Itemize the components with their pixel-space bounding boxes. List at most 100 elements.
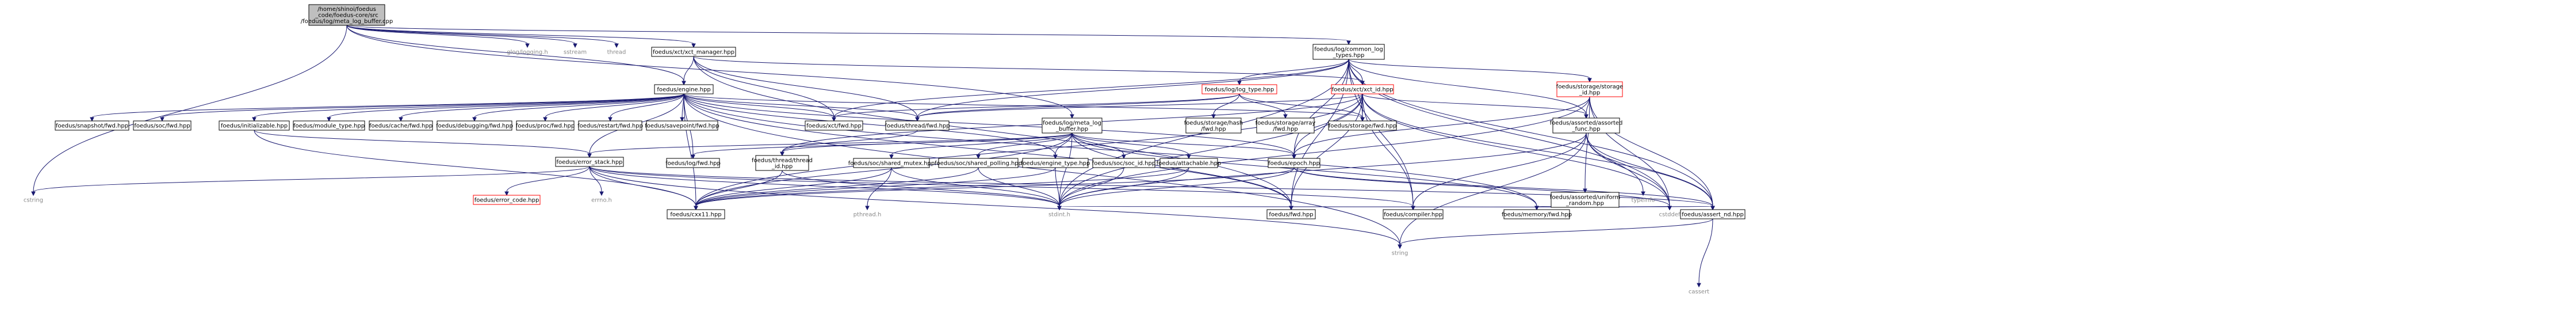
edge-root-to-xct_manager <box>346 25 696 48</box>
edge-error_stack-to-stdint <box>589 166 1062 211</box>
node-label: string <box>1392 251 1408 257</box>
node-label: foedus/thread/fwd.hpp <box>885 123 950 130</box>
node-xct-manager[interactable]: foedus/xct/xct_manager.hpp <box>651 47 736 57</box>
node-label: foedus/assorted/uniform <box>1550 194 1620 200</box>
edge-engine-to-module_type <box>327 93 684 122</box>
node-label: _random.hpp <box>1565 200 1604 207</box>
node-xct-fwd[interactable]: foedus/xct/fwd.hpp <box>805 120 863 131</box>
node-root[interactable]: /home/shinoi/foedus_code/foedus-core/src… <box>301 4 393 26</box>
node-label: foedus/cxx11.hpp <box>670 212 721 218</box>
node-log-fwd[interactable]: foedus/log/fwd.hpp <box>665 158 721 168</box>
node-label: foedus/engine.hpp <box>657 87 710 93</box>
node-label: foedus/attachable.hpp <box>1157 161 1222 167</box>
node-proc-fwd[interactable]: foedus/proc/fwd.hpp <box>516 120 575 131</box>
node-storage-hash-fwd[interactable]: foedus/storage/hash/fwd.hpp <box>1184 117 1243 134</box>
node-label: foedus/assorted/assorted <box>1550 120 1623 126</box>
node-label: foedus/log/log_type.hpp <box>1205 87 1274 93</box>
node-error-stack[interactable]: foedus/error_stack.hpp <box>555 157 624 167</box>
node-storage-fwd[interactable]: foedus/storage/fwd.hpp <box>1328 120 1397 131</box>
edge-engine-to-cxx11 <box>683 93 698 211</box>
node-module-type[interactable]: foedus/module_type.hpp <box>293 120 365 131</box>
edge-engine-to-string <box>683 93 1402 249</box>
edge-storage_id-to-stdint <box>1057 96 1590 211</box>
node-cache-fwd[interactable]: foedus/cache/fwd.hpp <box>369 120 433 131</box>
node-thread-id[interactable]: foedus/thread/thread_id.hpp <box>752 155 813 171</box>
node-label: foedus/soc/shared_mutex.hpp <box>848 161 935 167</box>
node-string: string <box>1392 251 1408 257</box>
edge-meta_log_buffer-to-engine_type <box>1053 132 1073 160</box>
node-label: foedus/error_code.hpp <box>474 198 539 204</box>
node-glog: glog/logging.h <box>507 50 548 56</box>
edge-assert_nd-to-cassert <box>1697 218 1713 288</box>
node-shared-mutex[interactable]: foedus/soc/shared_mutex.hpp <box>848 158 935 168</box>
node-label: _id.hpp <box>1579 90 1600 96</box>
node-assert-nd[interactable]: foedus/assert_nd.hpp <box>1680 209 1746 219</box>
node-label: foedus/epoch.hpp <box>1268 161 1320 167</box>
node-fwd[interactable]: foedus/fwd.hpp <box>1266 209 1316 219</box>
node-common-log-types[interactable]: foedus/log/common_log_types.hpp <box>1312 44 1385 60</box>
node-cxx11[interactable]: foedus/cxx11.hpp <box>667 209 725 219</box>
node-label: foedus/storage/array <box>1256 120 1316 126</box>
node-meta-log-buffer[interactable]: foedus/log/meta_log_buffer.hpp <box>1042 117 1103 134</box>
node-xct-id[interactable]: foedus/xct/xct_id.hpp <box>1331 84 1394 94</box>
edge-engine-to-engine_type <box>683 93 1058 160</box>
node-shared-polling[interactable]: foedus/soc/shared_polling.hpp <box>935 158 1022 168</box>
node-cstring: cstring <box>24 198 43 204</box>
node-label: foedus/cache/fwd.hpp <box>369 123 432 130</box>
edge-meta_log_buffer-to-thread_id <box>780 132 1073 157</box>
node-label: _code/foedus-core/src <box>315 13 378 19</box>
node-label: cassert <box>1689 289 1709 295</box>
edge-log_type-to-storage_array_fwd <box>1239 93 1288 119</box>
node-layer: /home/shinoi/foedus_code/foedus-core/src… <box>24 4 1746 295</box>
edge-assert_nd-to-string <box>1398 218 1713 249</box>
node-errno: errno.h <box>591 198 612 204</box>
node-memory-fwd[interactable]: foedus/memory/fwd.hpp <box>1502 209 1572 219</box>
node-label: foedus/error_stack.hpp <box>556 160 622 166</box>
node-initializable[interactable]: foedus/initializable.hpp <box>219 120 290 131</box>
node-label: stdint.h <box>1048 212 1070 218</box>
node-label: _types.hpp <box>1333 52 1365 59</box>
node-soc-id[interactable]: foedus/soc/soc_id.hpp <box>1092 158 1155 168</box>
node-label: foedus/proc/fwd.hpp <box>516 123 575 130</box>
node-label: foedus/thread/thread <box>752 157 813 164</box>
node-label: glog/logging.h <box>507 50 548 56</box>
edge-xct_manager-to-xct_id <box>693 56 1365 86</box>
node-thread-fwd[interactable]: foedus/thread/fwd.hpp <box>885 120 950 131</box>
node-label: foedus/xct/xct_id.hpp <box>1331 87 1393 93</box>
edge-meta_log_buffer-to-shared_mutex <box>889 132 1073 160</box>
node-compiler[interactable]: foedus/compiler.hpp <box>1383 209 1444 219</box>
node-attachable[interactable]: foedus/attachable.hpp <box>1157 158 1222 168</box>
node-label: foedus/log/fwd.hpp <box>665 161 721 167</box>
edge-xct_id-to-assorted_func <box>1362 93 1589 119</box>
edge-root-to-meta_log_buffer <box>346 25 1074 119</box>
edge-log_type-to-storage_fwd <box>1239 93 1365 122</box>
node-epoch[interactable]: foedus/epoch.hpp <box>1268 158 1320 168</box>
node-label: foedus/soc/shared_polling.hpp <box>935 161 1022 167</box>
node-storage-id[interactable]: foedus/storage/storage_id.hpp <box>1556 81 1623 97</box>
node-storage-array-fwd[interactable]: foedus/storage/array/fwd.hpp <box>1256 117 1316 134</box>
node-error-code[interactable]: foedus/error_code.hpp <box>473 195 541 205</box>
node-engine[interactable]: foedus/engine.hpp <box>654 84 714 94</box>
node-label: foedus/xct/xct_manager.hpp <box>653 50 734 56</box>
edge-common_log_types-to-storage_id <box>1348 59 1592 83</box>
node-label: foedus/soc/soc_id.hpp <box>1092 161 1155 167</box>
node-snapshot-fwd[interactable]: foedus/snapshot/fwd.hpp <box>55 120 129 131</box>
edge-xct_id-to-assert_nd <box>1362 93 1715 211</box>
node-label: _func.hpp <box>1572 126 1601 132</box>
node-label: pthread.h <box>853 212 882 218</box>
node-assorted-func[interactable]: foedus/assorted/assorted_func.hpp <box>1550 117 1623 134</box>
edge-error_stack-to-cstring <box>31 166 590 196</box>
edge-initializable-to-error_stack <box>254 130 592 158</box>
edge-meta_log_buffer-to-attachable <box>1071 132 1191 160</box>
node-label: foedus/module_type.hpp <box>293 123 365 130</box>
node-debugging-fwd[interactable]: foedus/debugging/fwd.hpp <box>436 120 513 131</box>
node-label: foedus/xct/fwd.hpp <box>806 123 862 130</box>
edge-meta_log_buffer-to-memory_fwd <box>1071 132 1539 211</box>
node-restart-fwd[interactable]: foedus/restart/fwd.hpp <box>577 120 643 131</box>
node-log-type[interactable]: foedus/log/log_type.hpp <box>1201 84 1277 94</box>
node-savepoint-fwd[interactable]: foedus/savepoint/fwd.hpp <box>645 120 719 131</box>
node-uniform-random[interactable]: foedus/assorted/uniform_random.hpp <box>1550 192 1620 208</box>
node-soc-fwd[interactable]: foedus/soc/fwd.hpp <box>133 120 192 131</box>
node-engine-type[interactable]: foedus/engine_type.hpp <box>1021 158 1090 168</box>
